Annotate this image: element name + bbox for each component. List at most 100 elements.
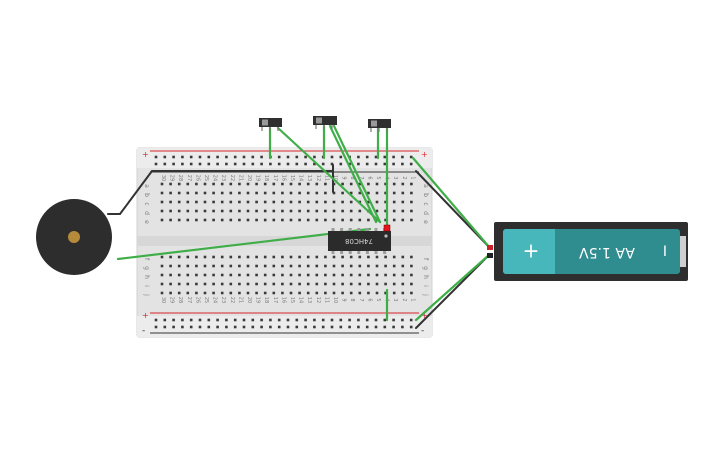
terminal-hole[interactable] xyxy=(177,291,181,295)
terminal-hole[interactable] xyxy=(177,264,181,268)
terminal-hole[interactable] xyxy=(367,264,370,268)
terminal-hole[interactable] xyxy=(238,191,241,195)
rail-hole[interactable] xyxy=(207,155,211,159)
terminal-hole[interactable] xyxy=(177,273,181,277)
terminal-hole[interactable] xyxy=(375,191,379,195)
terminal-hole[interactable] xyxy=(186,191,190,195)
terminal-hole[interactable] xyxy=(341,264,344,268)
terminal-hole[interactable] xyxy=(229,209,233,213)
terminal-hole[interactable] xyxy=(255,209,258,213)
terminal-hole[interactable] xyxy=(212,264,215,268)
terminal-hole[interactable] xyxy=(332,282,336,286)
terminal-hole[interactable] xyxy=(358,191,362,195)
terminal-hole[interactable] xyxy=(332,209,336,213)
terminal-hole[interactable] xyxy=(392,291,396,295)
rail-hole[interactable] xyxy=(321,162,325,166)
terminal-hole[interactable] xyxy=(212,282,215,286)
terminal-hole[interactable] xyxy=(306,282,310,286)
terminal-hole[interactable] xyxy=(367,191,370,195)
terminal-hole[interactable] xyxy=(324,291,327,295)
terminal-hole[interactable] xyxy=(160,273,164,277)
terminal-hole[interactable] xyxy=(186,255,190,259)
terminal-hole[interactable] xyxy=(169,182,172,186)
terminal-hole[interactable] xyxy=(392,264,396,268)
rail-hole[interactable] xyxy=(392,318,395,322)
terminal-hole[interactable] xyxy=(324,182,327,186)
terminal-hole[interactable] xyxy=(410,255,413,259)
terminal-hole[interactable] xyxy=(169,209,172,213)
terminal-hole[interactable] xyxy=(195,264,198,268)
terminal-hole[interactable] xyxy=(410,264,413,268)
terminal-hole[interactable] xyxy=(229,291,233,295)
terminal-hole[interactable] xyxy=(160,200,164,204)
rail-hole[interactable] xyxy=(216,162,219,166)
terminal-hole[interactable] xyxy=(255,191,258,195)
terminal-hole[interactable] xyxy=(169,200,172,204)
terminal-hole[interactable] xyxy=(306,218,310,222)
terminal-hole[interactable] xyxy=(306,200,310,204)
rail-hole[interactable] xyxy=(286,318,290,322)
terminal-hole[interactable] xyxy=(392,255,396,259)
rail-hole[interactable] xyxy=(269,162,272,166)
terminal-hole[interactable] xyxy=(195,255,198,259)
rail-hole[interactable] xyxy=(233,162,237,166)
terminal-hole[interactable] xyxy=(246,182,250,186)
terminal-hole[interactable] xyxy=(410,218,413,222)
rail-hole[interactable] xyxy=(409,318,413,322)
terminal-hole[interactable] xyxy=(272,191,276,195)
terminal-hole[interactable] xyxy=(246,255,250,259)
terminal-hole[interactable] xyxy=(324,273,327,277)
terminal-hole[interactable] xyxy=(306,291,310,295)
rail-hole[interactable] xyxy=(339,318,343,322)
rail-hole[interactable] xyxy=(330,162,334,166)
terminal-hole[interactable] xyxy=(255,282,258,286)
rail-hole[interactable] xyxy=(163,162,167,166)
terminal-hole[interactable] xyxy=(410,282,413,286)
terminal-hole[interactable] xyxy=(341,191,344,195)
terminal-hole[interactable] xyxy=(263,291,267,295)
terminal-hole[interactable] xyxy=(212,182,215,186)
terminal-hole[interactable] xyxy=(177,182,181,186)
rail-hole[interactable] xyxy=(181,325,184,329)
terminal-hole[interactable] xyxy=(238,264,241,268)
rail-hole[interactable] xyxy=(304,162,307,166)
terminal-hole[interactable] xyxy=(160,282,164,286)
terminal-hole[interactable] xyxy=(203,200,207,204)
terminal-hole[interactable] xyxy=(324,282,327,286)
rail-hole[interactable] xyxy=(154,162,158,166)
terminal-hole[interactable] xyxy=(195,291,198,295)
terminal-hole[interactable] xyxy=(349,273,353,277)
terminal-hole[interactable] xyxy=(349,209,353,213)
terminal-hole[interactable] xyxy=(195,218,198,222)
terminal-hole[interactable] xyxy=(298,200,301,204)
terminal-hole[interactable] xyxy=(349,255,353,259)
terminal-hole[interactable] xyxy=(255,182,258,186)
rail-hole[interactable] xyxy=(357,162,360,166)
rail-hole[interactable] xyxy=(321,325,325,329)
terminal-hole[interactable] xyxy=(384,182,387,186)
terminal-hole[interactable] xyxy=(263,209,267,213)
terminal-hole[interactable] xyxy=(375,255,379,259)
terminal-hole[interactable] xyxy=(255,200,258,204)
terminal-hole[interactable] xyxy=(246,218,250,222)
terminal-hole[interactable] xyxy=(341,182,344,186)
terminal-hole[interactable] xyxy=(367,291,370,295)
rail-hole[interactable] xyxy=(181,155,184,159)
terminal-hole[interactable] xyxy=(229,273,233,277)
terminal-hole[interactable] xyxy=(169,273,172,277)
rail-hole[interactable] xyxy=(383,325,387,329)
terminal-hole[interactable] xyxy=(272,282,276,286)
terminal-hole[interactable] xyxy=(298,191,301,195)
terminal-hole[interactable] xyxy=(220,182,224,186)
terminal-hole[interactable] xyxy=(358,218,362,222)
terminal-hole[interactable] xyxy=(358,291,362,295)
terminal-hole[interactable] xyxy=(289,200,293,204)
terminal-hole[interactable] xyxy=(349,191,353,195)
terminal-hole[interactable] xyxy=(401,200,405,204)
rail-hole[interactable] xyxy=(321,318,325,322)
terminal-hole[interactable] xyxy=(298,291,301,295)
terminal-hole[interactable] xyxy=(220,291,224,295)
terminal-hole[interactable] xyxy=(341,200,344,204)
rail-hole[interactable] xyxy=(374,325,378,329)
terminal-hole[interactable] xyxy=(281,182,284,186)
